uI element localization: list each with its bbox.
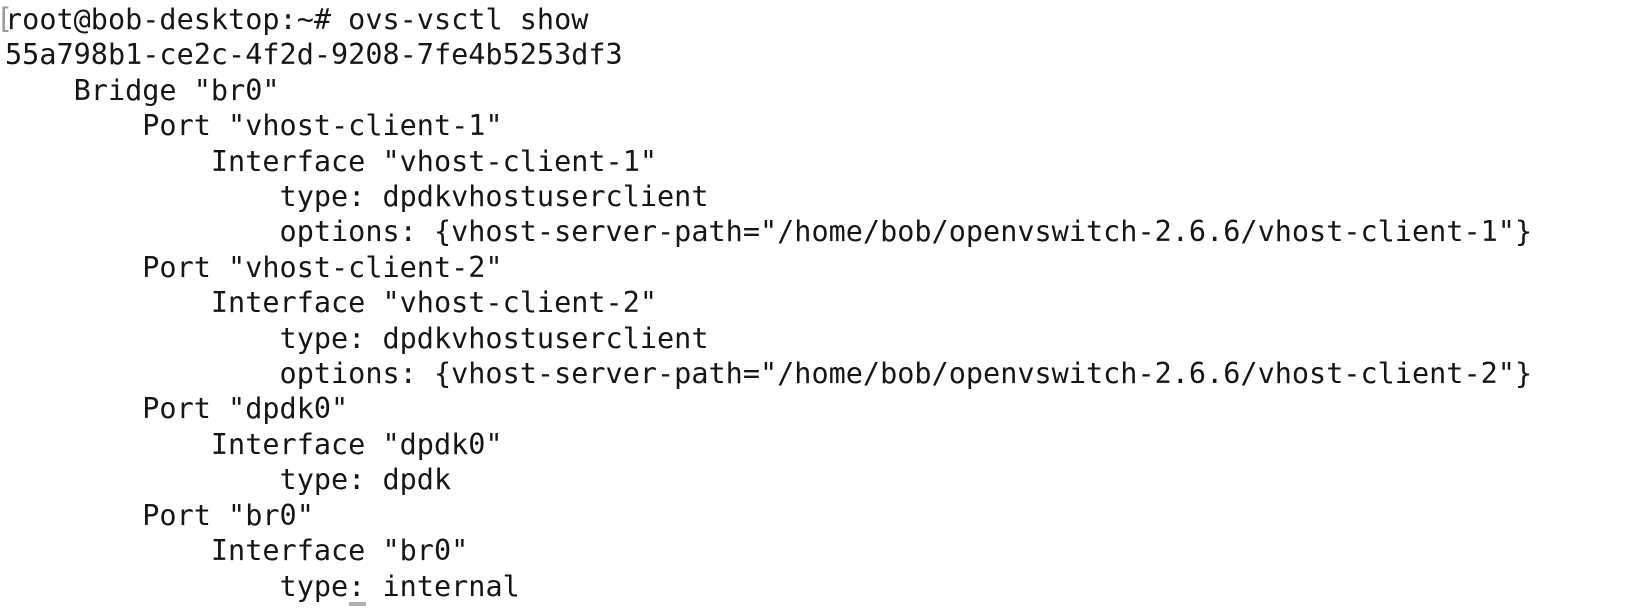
shell-prompt: root@bob-desktop:~# bbox=[5, 3, 349, 36]
last-line-cursor-char: : bbox=[348, 569, 366, 603]
command-text: ovs-vsctl show bbox=[348, 3, 589, 36]
last-line-after-cursor: internal bbox=[365, 569, 520, 603]
terminal-output-port-vhost-client-1: Port "vhost-client-1" bbox=[5, 109, 503, 143]
terminal-output-type-dpdk0: type: dpdk bbox=[5, 463, 452, 497]
terminal-output-bridge: Bridge "br0" bbox=[5, 73, 280, 107]
terminal-output-type-vhost-client-1: type: dpdkvhostuserclient bbox=[5, 180, 709, 214]
terminal-output-type-br0: type: internal bbox=[5, 569, 1640, 606]
terminal-output-interface-dpdk0: Interface "dpdk0" bbox=[5, 427, 503, 461]
terminal-cursor bbox=[349, 601, 367, 606]
terminal-output-options-vhost-client-2: options: {vhost-server-path="/home/bob/o… bbox=[5, 357, 1533, 391]
terminal-output-uuid: 55a798b1-ce2c-4f2d-9208-7fe4b5253df3 bbox=[5, 38, 623, 72]
scrollback-bracket: [ bbox=[0, 1, 13, 36]
terminal-output-port-dpdk0: Port "dpdk0" bbox=[5, 392, 349, 426]
terminal-output-options-vhost-client-1: options: {vhost-server-path="/home/bob/o… bbox=[5, 215, 1533, 249]
terminal-output-port-br0: Port "br0" bbox=[5, 498, 314, 532]
terminal-output-interface-vhost-client-2: Interface "vhost-client-2" bbox=[5, 286, 658, 320]
terminal-prompt-line: [root@bob-desktop:~# ovs-vsctl show bbox=[0, 2, 1640, 37]
terminal-output-interface-br0: Interface "br0" bbox=[5, 534, 469, 568]
terminal-output-port-vhost-client-2: Port "vhost-client-2" bbox=[5, 250, 503, 284]
last-line-before-cursor: type bbox=[5, 569, 349, 603]
terminal-output-interface-vhost-client-1: Interface "vhost-client-1" bbox=[5, 144, 658, 178]
terminal-output-type-vhost-client-2: type: dpdkvhostuserclient bbox=[5, 321, 709, 355]
